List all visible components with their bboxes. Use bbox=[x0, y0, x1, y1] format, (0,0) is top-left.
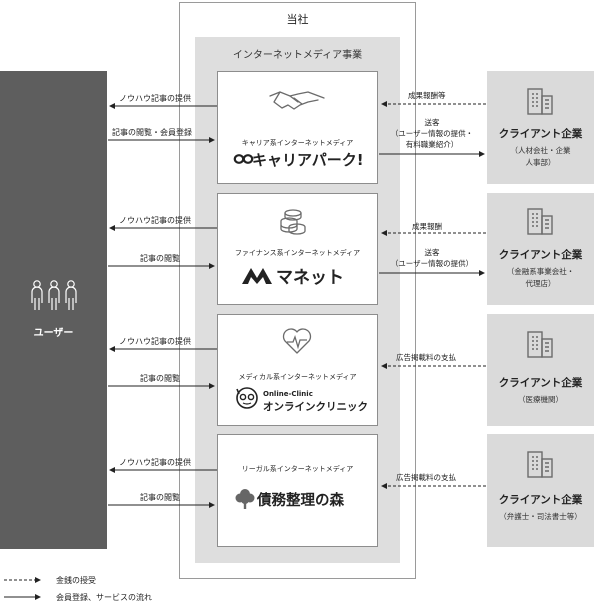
client-title-finance: クライアント企業 bbox=[498, 249, 583, 261]
service-category-career: キャリア系インターネットメディア bbox=[241, 139, 354, 147]
company-frame bbox=[179, 2, 416, 579]
flow-label-knowhow: ノウハウ記事の提供 bbox=[119, 458, 191, 467]
service-box-career bbox=[217, 71, 378, 184]
service-brand-finance: マネット bbox=[276, 268, 344, 288]
client-title-medical: クライアント企業 bbox=[498, 377, 583, 389]
doctor-mascot-icon bbox=[236, 387, 258, 409]
flow-label-money: 広告掲載料の支払 bbox=[396, 473, 456, 482]
client-box-legal bbox=[487, 434, 594, 547]
client-box-finance bbox=[487, 193, 594, 305]
manet-logo-icon bbox=[242, 268, 272, 284]
building-icon bbox=[527, 331, 553, 358]
flow-label-browse: 記事の閲覧 bbox=[140, 493, 180, 502]
user-label: ユーザー bbox=[33, 328, 74, 339]
heartbeat-icon bbox=[282, 328, 312, 354]
building-icon bbox=[527, 208, 553, 235]
user-panel bbox=[0, 71, 107, 549]
company-title: 当社 bbox=[286, 13, 309, 26]
service-brand-legal: 債務整理の森 bbox=[257, 493, 344, 509]
media-business-title: インターネットメディア事業 bbox=[232, 50, 363, 61]
flow-label-money: 成果報酬等 bbox=[408, 91, 446, 100]
building-icon bbox=[527, 88, 553, 115]
flow-label-browse: 記事の閲覧 bbox=[140, 374, 180, 383]
client-desc-medical: （医療機関） bbox=[518, 395, 563, 404]
career-park-logo-icon bbox=[233, 154, 254, 164]
legend-money: 金銭の授受 bbox=[56, 576, 96, 585]
service-category-legal: リーガル系インターネットメディア bbox=[241, 465, 354, 473]
service-category-finance: ファイナンス系インターネットメディア bbox=[234, 249, 361, 257]
tree-icon bbox=[235, 489, 255, 509]
service-category-medical: メディカル系インターネットメディア bbox=[238, 373, 357, 381]
service-box-finance bbox=[217, 193, 378, 305]
users-icon bbox=[31, 280, 77, 310]
flow-label-money: 広告掲載料の支払 bbox=[396, 353, 456, 362]
flow-label-browse: 記事の閲覧 bbox=[140, 254, 180, 263]
service-brand-career: キャリアパーク! bbox=[252, 151, 364, 169]
legend-service: 会員登録、サービスの流れ bbox=[56, 593, 152, 602]
flow-label-browse: 記事の閲覧・会員登録 bbox=[112, 128, 192, 137]
client-desc-finance: （金融系事業会社・ 代理店） bbox=[506, 267, 575, 288]
service-brand-medical-en: Online-Clinic bbox=[263, 390, 313, 398]
service-brand-medical: オンラインクリニック bbox=[263, 401, 368, 413]
flow-label-knowhow: ノウハウ記事の提供 bbox=[119, 216, 191, 225]
client-title-legal: クライアント企業 bbox=[498, 494, 583, 506]
flow-label-knowhow: ノウハウ記事の提供 bbox=[119, 94, 191, 103]
client-desc-legal: （弁護士・司法書士等） bbox=[499, 512, 582, 521]
client-desc-hr: （人材会社・企業 人事部） bbox=[510, 146, 571, 167]
coins-icon bbox=[280, 209, 306, 235]
flow-label-knowhow: ノウハウ記事の提供 bbox=[119, 337, 191, 346]
handshake-icon bbox=[269, 91, 325, 110]
flow-label-money: 成果報酬 bbox=[412, 222, 442, 231]
client-box-hr bbox=[487, 71, 594, 184]
flow-label-send: 送客 （ユーザー情報の提供） bbox=[390, 248, 474, 268]
building-icon bbox=[527, 451, 553, 478]
flow-label-send: 送客 （ユーザー情報の提供・ 有料職業紹介） bbox=[390, 118, 474, 149]
client-title-hr: クライアント企業 bbox=[498, 128, 583, 140]
